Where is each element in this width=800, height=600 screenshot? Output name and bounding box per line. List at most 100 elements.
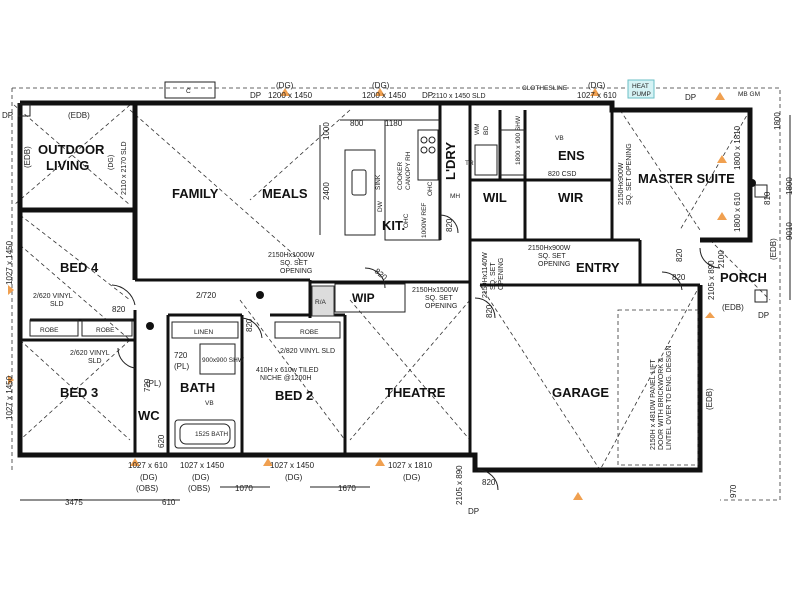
entry-opening-2-line2: SQ. SET xyxy=(538,253,566,260)
entry-opening-2-line1: 2150Hx900W xyxy=(528,245,571,252)
garage-door-note-2: DOOR WITH BRICKWORK & xyxy=(658,357,665,450)
niche-line1: 410H x 610w TILED xyxy=(256,367,319,374)
bath-shower xyxy=(199,343,236,375)
room-theatre: THEATRE xyxy=(385,385,446,400)
room-porch: PORCH xyxy=(720,270,767,285)
door-swings xyxy=(111,214,721,491)
ens-opening-line2: SQ. SET OPENING xyxy=(626,143,633,205)
wip-opening-3: OPENING xyxy=(425,303,457,310)
room-wip: WIP xyxy=(352,291,375,305)
bed4-vinyl-2: SLD xyxy=(50,301,64,308)
dim-bottom-wc-obs: (OBS) xyxy=(136,484,159,493)
dim-1000: 1000 xyxy=(322,122,331,140)
door-720-wc: 720 xyxy=(174,351,188,360)
ohc-label-1: OHC xyxy=(403,213,410,228)
entry-opening-2-line3: OPENING xyxy=(538,261,570,268)
dim-bottom-bed2-tag: (DG) xyxy=(285,473,303,482)
robe-bed4-a: ROBE xyxy=(40,327,59,334)
downpipe-markers xyxy=(8,88,727,500)
dp-top-mid: DP xyxy=(422,91,433,100)
dim-right-810: 810 xyxy=(763,191,772,205)
dim-right-1800-b: 1800 xyxy=(785,177,794,195)
tr-label: TR xyxy=(465,160,474,167)
heat-pump-line1: HEAT xyxy=(632,83,649,90)
outdoor-post xyxy=(17,103,31,117)
robe-bed4-b: ROBE xyxy=(96,327,115,334)
ens-vb-label: VB xyxy=(555,135,564,142)
room-master-suite: MASTER SUITE xyxy=(638,171,735,186)
dim-1670: 1670 xyxy=(338,484,356,493)
canopy-label: CANOPY RH xyxy=(405,151,412,190)
dim-left-bed3: 1027 x 1450 xyxy=(5,375,14,420)
dp-top-left: DP xyxy=(250,91,261,100)
refrigerator-label: 1000W REF xyxy=(421,203,428,238)
ens-csd: 820 CSD xyxy=(548,171,576,178)
entry-opening-1-line3: OPENING xyxy=(498,258,505,290)
dp-top-right: DP xyxy=(685,93,696,102)
mb-gm-label: MB GM xyxy=(738,91,760,98)
dim-bottom-bed2: 1027 x 1450 xyxy=(270,461,315,470)
bed3-vinyl-1: 2/620 VINYL xyxy=(70,350,110,357)
dim-top-w2-tag: (DG) xyxy=(372,81,390,90)
cooker-label: COOKER xyxy=(397,162,404,190)
dim-right-9010: 9010 xyxy=(785,222,794,240)
room-kit: KIT. xyxy=(382,218,405,233)
c-box xyxy=(164,81,216,99)
dim-bottom-theatre-tag: (DG) xyxy=(403,473,421,482)
dim-right-1800: 1800 xyxy=(773,112,782,130)
door-820-bed2: 820 xyxy=(245,318,254,332)
door-820-laundry: 820 xyxy=(445,218,454,232)
ohc-label-2: OHC xyxy=(427,181,434,196)
garage-door-note-3: LINTEL OVER TO ENG. DESIGN xyxy=(666,345,673,450)
dim-top-w3: 1027 x 610 xyxy=(577,91,617,100)
bed3-vinyl-2: SLD xyxy=(88,358,102,365)
porch-post-a xyxy=(754,184,768,198)
garage-door-note-1: 2150H x 4810W PANEL LIFT xyxy=(650,359,657,450)
entry-opening-1-line1: 2150Hx1140W xyxy=(482,252,489,298)
outdoor-sld: 2110 x 2170 SLD xyxy=(121,141,128,195)
edb-porch: (EDB) xyxy=(722,303,744,312)
door-820-entry: 820 xyxy=(672,273,686,282)
door-720-bath: 720 xyxy=(143,378,152,392)
door-820-porch: 820 xyxy=(675,248,684,262)
door-2-720: 2/720 xyxy=(196,291,217,300)
room-outdoor-living-line1: OUTDOOR xyxy=(38,142,105,157)
door-820-garage: 820 xyxy=(482,478,496,487)
ens-opening-line1: 2150Hx900W xyxy=(618,162,625,205)
dim-master-2: 1800 x 610 xyxy=(733,192,742,232)
room-ens: ENS xyxy=(558,148,585,163)
dimension-lines xyxy=(20,115,791,501)
door-620-wc: 620 xyxy=(157,434,166,448)
wip-area xyxy=(334,283,406,313)
room-meals: MEALS xyxy=(262,186,308,201)
dim-left-bed4: 1027 x 1450 xyxy=(5,240,14,285)
dim-porch-w: 2105 x 890 xyxy=(707,260,716,300)
dim-bottom-theatre: 1027 x 1810 xyxy=(388,461,433,470)
family-opening-2: SQ. SET xyxy=(280,260,308,267)
room-bed3: BED 3 xyxy=(60,385,98,400)
dim-3475: 3475 xyxy=(65,498,83,507)
dim-bottom-bath: 1027 x 1450 xyxy=(180,461,225,470)
return-air-box xyxy=(311,285,335,317)
garage-door-outline xyxy=(617,309,699,466)
clothesline-label: CLOTHESLINE xyxy=(522,85,568,92)
bath-shower-label: 900x900 SHW xyxy=(202,357,245,364)
exterior-walls xyxy=(17,100,753,473)
edb-left: (EDB) xyxy=(23,146,32,168)
door-820-theatre: 820 xyxy=(485,304,494,318)
outdoor-dg: (DG) xyxy=(108,155,115,170)
ens-shower xyxy=(499,129,526,176)
c-box-label: C xyxy=(186,88,191,95)
room-bath: BATH xyxy=(180,380,215,395)
door-pl-bath: (PL) xyxy=(146,379,161,388)
dim-800: 800 xyxy=(350,119,364,128)
room-ldry: L'DRY xyxy=(443,142,458,180)
dim-bottom-bath-obs: (OBS) xyxy=(188,484,211,493)
dim-top-w2: 1200 x 1450 xyxy=(362,91,407,100)
dim-top-w1-tag: (DG) xyxy=(276,81,294,90)
door-820-bed4: 820 xyxy=(112,305,126,314)
mh-label: MH xyxy=(450,193,460,200)
heat-pump-box xyxy=(627,79,655,99)
dp-bottom: DP xyxy=(468,507,479,516)
